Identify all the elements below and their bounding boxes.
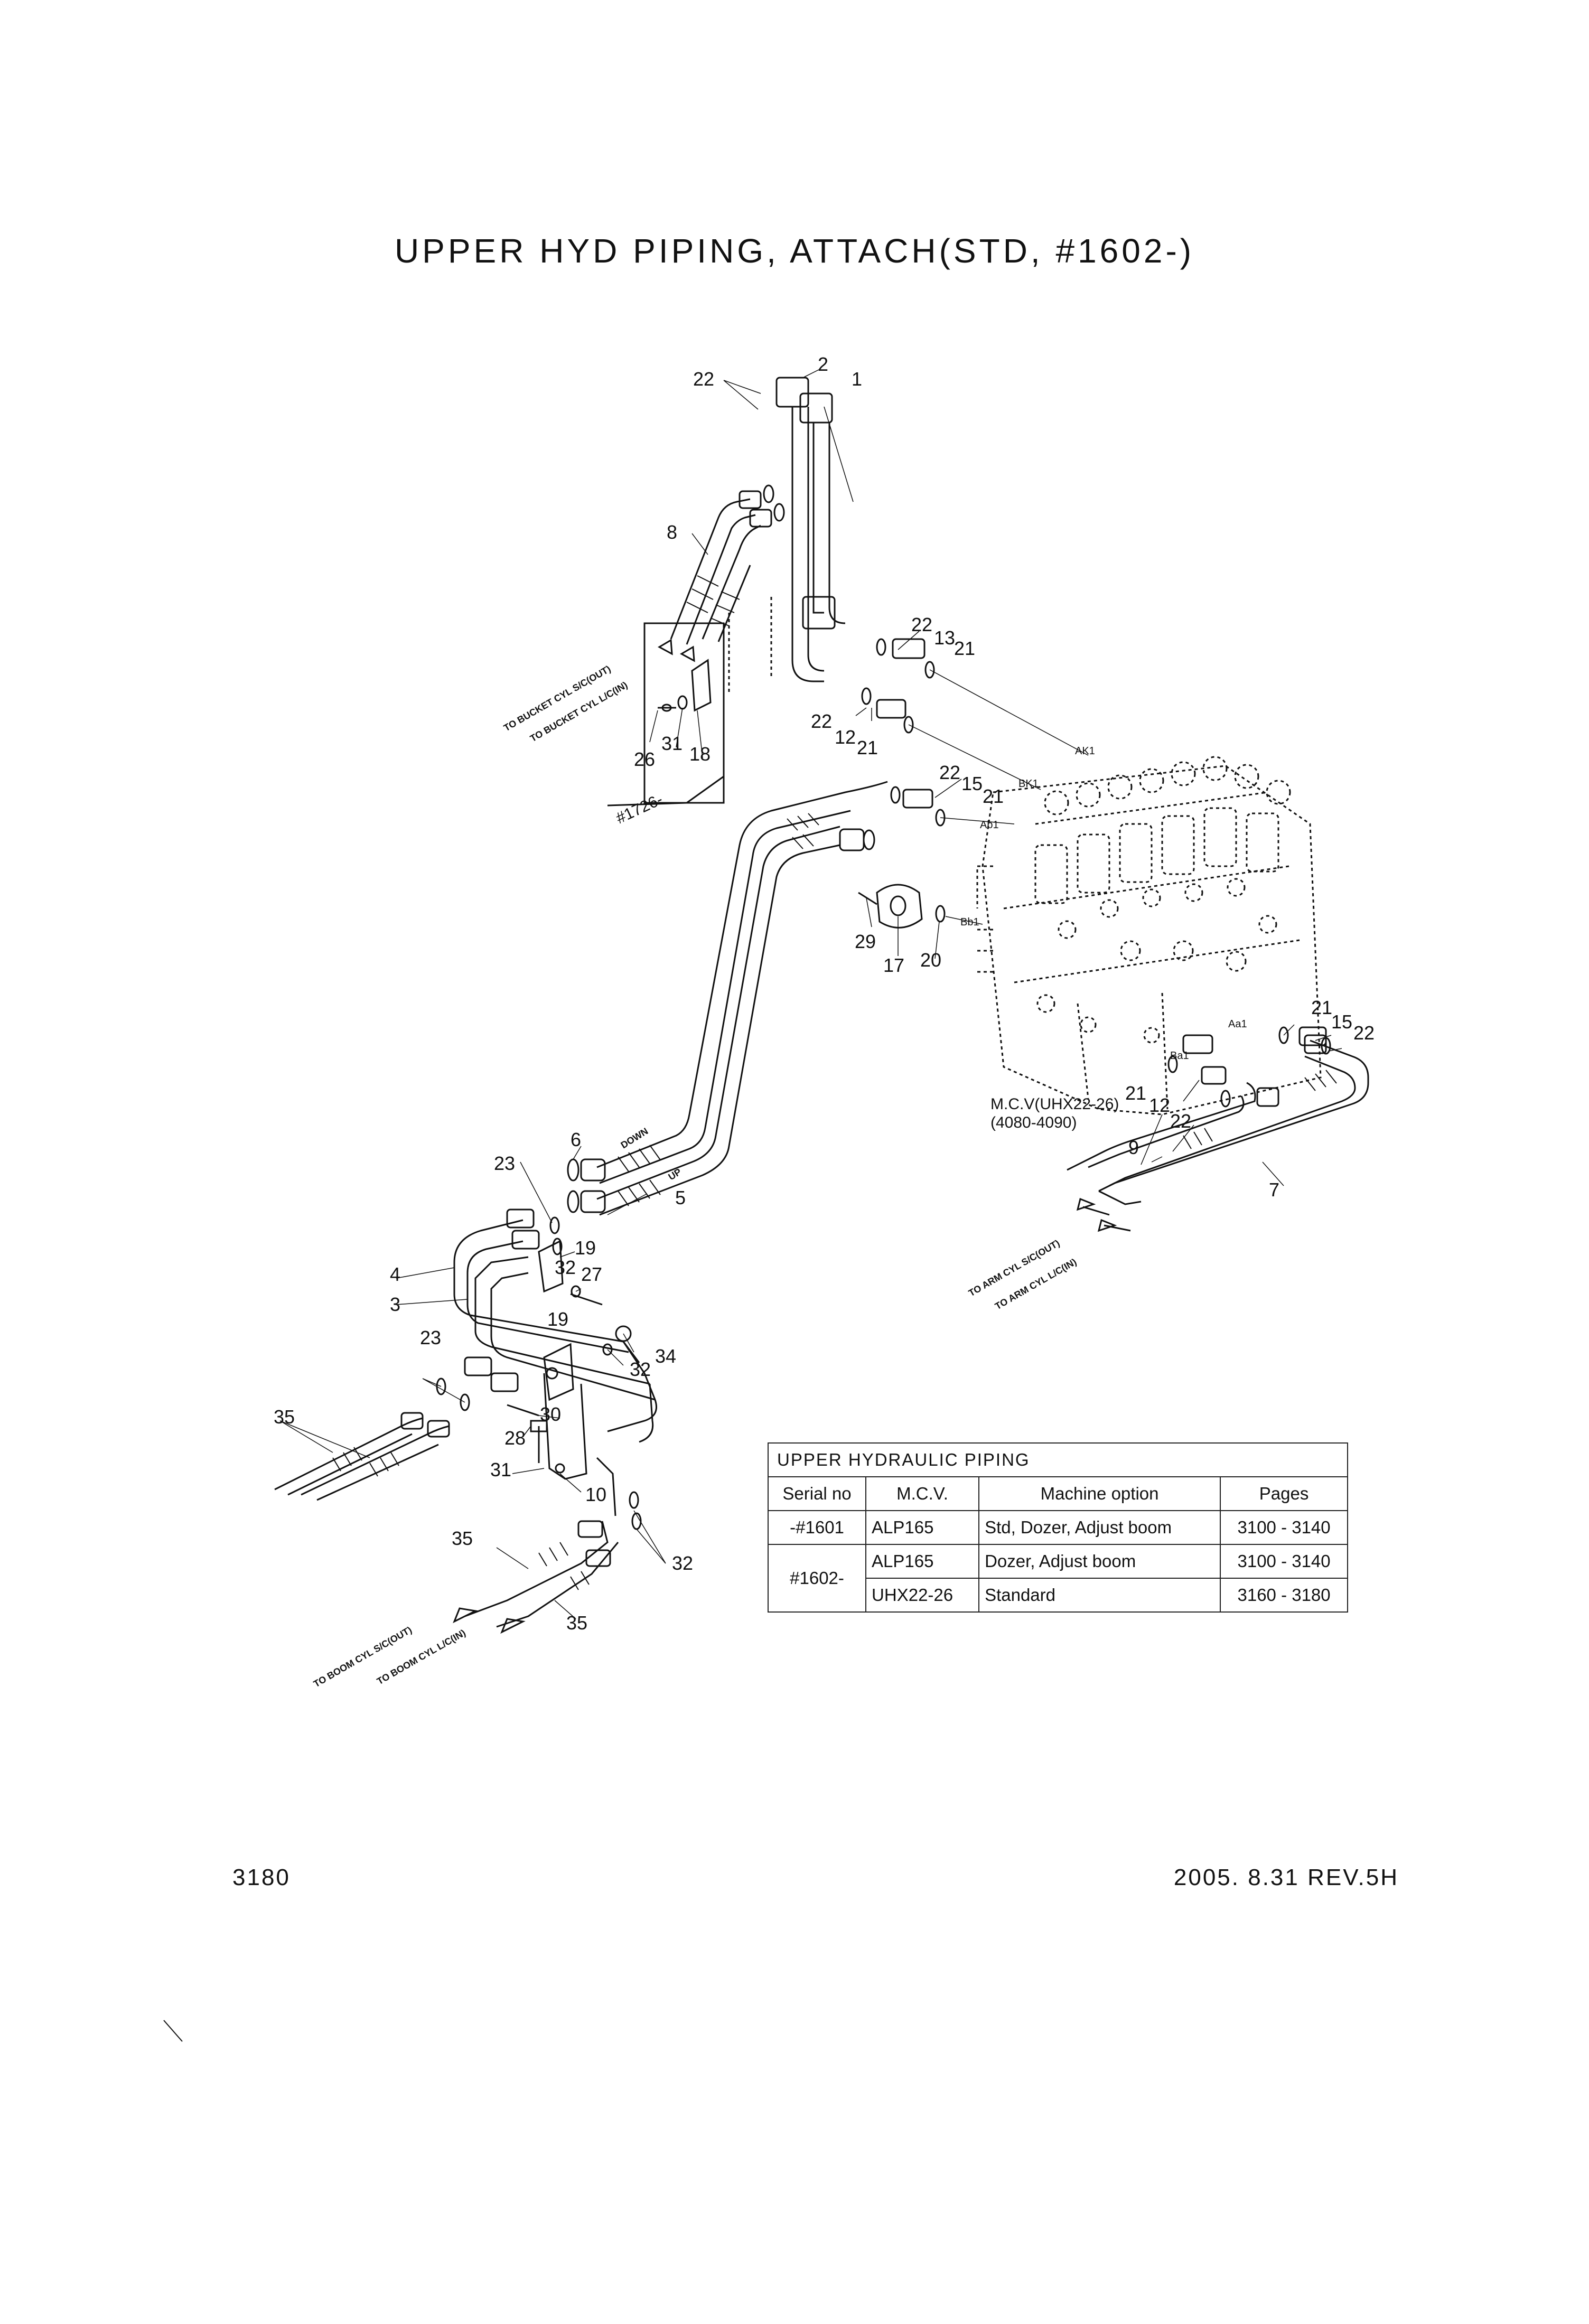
callout: 21	[983, 785, 1004, 807]
callout: 31	[490, 1459, 511, 1480]
callout: 23	[420, 1327, 441, 1348]
arm-short-hoses	[1067, 1026, 1369, 1232]
cell-option: Std, Dozer, Adjust boom	[978, 1510, 1221, 1545]
direction-label: TO ARM CYL L/C(IN)	[993, 1257, 1078, 1312]
direction-label: TO BOOM CYL S/C(OUT)	[312, 1624, 414, 1689]
arm-long-hoses	[567, 781, 1015, 1216]
callout: 21	[1311, 997, 1332, 1018]
callout: 13	[934, 627, 955, 649]
callout: 20	[920, 949, 941, 971]
port-label: Aa1	[1228, 1018, 1247, 1030]
callout: 4	[390, 1263, 400, 1285]
callout: 8	[667, 521, 677, 543]
header-pages: Pages	[1220, 1476, 1348, 1511]
callout: 22	[1170, 1110, 1191, 1132]
cell-pages: 3160 - 3180	[1220, 1578, 1348, 1613]
callout: 27	[581, 1263, 602, 1285]
callout: 17	[883, 954, 904, 976]
stray-mark	[163, 2020, 183, 2042]
callout: 7	[1269, 1179, 1279, 1201]
table-row: UHX22-26 Standard 3160 - 3180	[768, 1578, 1348, 1613]
header-mcv: M.C.V.	[865, 1476, 980, 1511]
cell-mcv: ALP165	[865, 1544, 980, 1579]
callout: 35	[566, 1612, 587, 1634]
table-caption: UPPER HYDRAULIC PIPING	[768, 1442, 1348, 1477]
callout: 22	[911, 614, 932, 635]
callout: 35	[274, 1406, 295, 1428]
cell-serial: -#1601	[767, 1510, 867, 1545]
cell-pages: 3100 - 3140	[1220, 1510, 1348, 1545]
callout: 2	[818, 353, 828, 375]
callout: 21	[857, 737, 878, 758]
callout: 35	[452, 1528, 473, 1549]
callout: 10	[585, 1484, 606, 1505]
callout: 22	[693, 368, 714, 390]
cell-mcv: UHX22-26	[865, 1578, 980, 1613]
serial-note: #1726-	[613, 791, 666, 827]
mcv-valve-block	[976, 756, 1322, 1116]
port-label: Ba1	[1170, 1050, 1189, 1062]
header-option: Machine option	[978, 1476, 1221, 1511]
revision-date: 2005. 8.31 REV.5H	[1173, 1864, 1399, 1890]
mcv-label: M.C.V(UHX22-26)	[990, 1095, 1119, 1113]
callout: 19	[575, 1237, 596, 1259]
callout: 32	[555, 1257, 576, 1278]
callout: 12	[835, 726, 856, 748]
callout: 15	[1331, 1011, 1352, 1033]
callout: 34	[655, 1345, 676, 1367]
page-number: 3180	[232, 1864, 291, 1890]
table-header-row: Serial no M.C.V. Machine option Pages	[767, 1476, 1348, 1511]
table-row: -#1601 ALP165 Std, Dozer, Adjust boom 31…	[767, 1510, 1348, 1545]
callout: 22	[811, 710, 832, 732]
direction-label: TO ARM CYL S/C(OUT)	[967, 1238, 1061, 1298]
bucket-lines	[607, 377, 1089, 807]
cell-option: Standard	[978, 1578, 1221, 1613]
callout: 28	[504, 1427, 526, 1449]
callout: 1	[852, 368, 862, 390]
callout: 19	[547, 1308, 568, 1330]
callout: 32	[630, 1358, 651, 1380]
callout: 12	[1149, 1094, 1170, 1116]
table-row: #1602- ALP165 Dozer, Adjust boom 3100 - …	[767, 1544, 1348, 1613]
port-label: BK1	[1018, 778, 1039, 790]
callout: 15	[961, 773, 983, 794]
callout: 32	[672, 1552, 693, 1574]
port-label: Ab1	[980, 819, 999, 831]
cell-pages: 3100 - 3140	[1220, 1544, 1348, 1579]
callout: 30	[540, 1403, 561, 1425]
callout: 6	[571, 1129, 581, 1150]
callout: 22	[1353, 1022, 1375, 1044]
page-title: UPPER HYD PIPING, ATTACH(STD, #1602-)	[394, 232, 1195, 270]
port-label: Bb1	[960, 916, 979, 928]
header-serial: Serial no	[767, 1476, 867, 1511]
mcv-model-range: (4080-4090)	[990, 1114, 1077, 1131]
callout: 21	[1125, 1082, 1146, 1104]
callout: 9	[1128, 1137, 1139, 1158]
callout: 5	[675, 1187, 686, 1208]
port-label: AK1	[1075, 745, 1095, 757]
callout: 22	[939, 762, 960, 783]
callout: 3	[390, 1294, 400, 1315]
callout: 21	[954, 638, 975, 659]
callout: 29	[855, 931, 876, 952]
callout: 26	[634, 748, 655, 770]
cell-mcv: ALP165	[865, 1510, 980, 1545]
callout: 18	[689, 743, 711, 765]
callout: 23	[494, 1152, 515, 1174]
cell-option: Dozer, Adjust boom	[978, 1544, 1221, 1579]
hose-text-down: DOWN	[619, 1126, 650, 1150]
callout-numbers: 2 1 22 8 22 13 21 22 12 21 22 15 21 26 3…	[274, 353, 1375, 1634]
cell-serial: #1602-	[767, 1544, 867, 1613]
leader-lines	[279, 369, 1342, 1619]
hose-text-up: UP	[667, 1166, 684, 1182]
parts-reference-table: UPPER HYDRAULIC PIPING Serial no M.C.V. …	[767, 1442, 1348, 1613]
callout: 31	[661, 733, 683, 754]
